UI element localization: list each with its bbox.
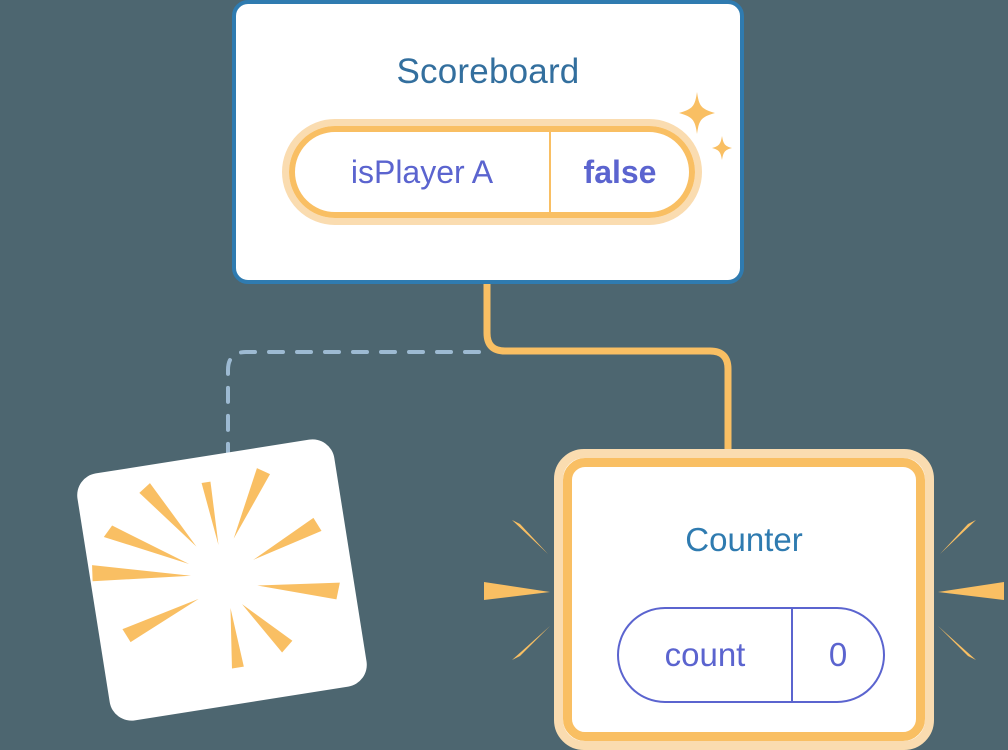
counter-state-pill[interactable]: count 0 xyxy=(617,607,885,703)
counter-state-value: 0 xyxy=(828,636,848,673)
scoreboard-card[interactable]: Scoreboard isPlayer A false xyxy=(232,0,744,284)
burst-ray xyxy=(230,608,244,669)
burst-ray xyxy=(139,483,197,547)
burst-ray xyxy=(201,481,219,546)
burst-ray xyxy=(233,468,271,539)
counter-title: Counter xyxy=(685,521,803,558)
burst-ray xyxy=(92,565,191,582)
counter-card[interactable]: Counter count 0 xyxy=(554,449,934,750)
burst-ray xyxy=(253,517,322,560)
scoreboard-title: Scoreboard xyxy=(396,52,580,91)
burst-ray xyxy=(257,582,340,600)
blank-card[interactable] xyxy=(74,436,370,724)
scoreboard-state-pill[interactable]: isPlayer A false xyxy=(282,119,702,225)
counter-state-key: count xyxy=(619,609,793,701)
scoreboard-state-value: false xyxy=(583,153,657,190)
burst-ray xyxy=(242,604,293,653)
connector-scoreboard-to-blank-card xyxy=(226,350,481,488)
connector-scoreboard-to-counter xyxy=(483,277,732,466)
counter-card-inner: Counter count 0 xyxy=(563,458,925,741)
scoreboard-state-key: isPlayer A xyxy=(295,132,551,212)
burst-icon xyxy=(92,468,340,669)
burst-ray xyxy=(103,525,190,564)
scoreboard-state-pill-inner: isPlayer A false xyxy=(289,126,695,218)
burst-ray xyxy=(122,598,199,643)
